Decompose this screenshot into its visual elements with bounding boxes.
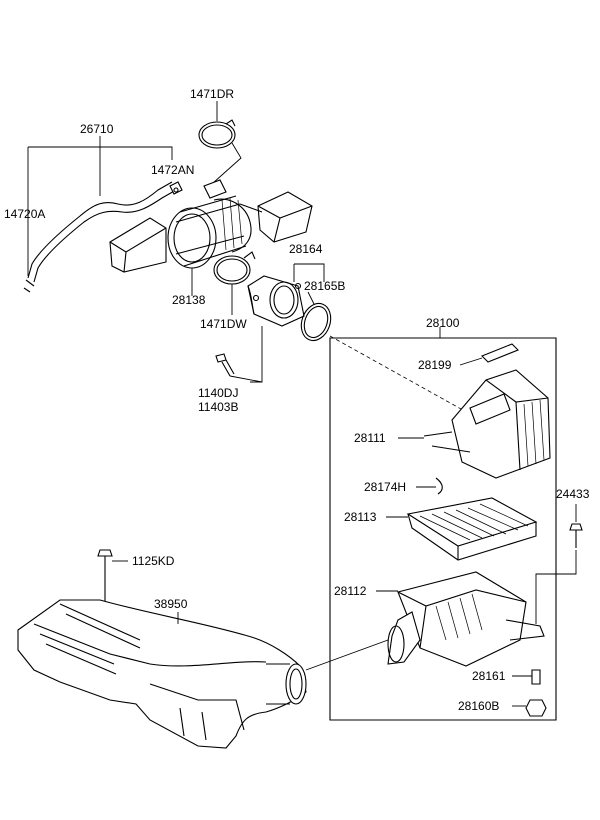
hose-clamp-1471dr [198, 119, 236, 149]
bolt-24433 [569, 523, 583, 548]
cover-28111 [423, 369, 551, 479]
label-28100: 28100 [426, 316, 460, 330]
label-28113: 28113 [344, 510, 377, 524]
grommet-28161 [531, 669, 541, 685]
label-38950: 38950 [154, 597, 188, 611]
breather-hose-26710 [23, 181, 177, 293]
connector-1472an [169, 181, 183, 195]
label-28160b: 28160B [458, 699, 499, 713]
label-14720a: 14720A [4, 207, 45, 221]
hose-clamp-1471dw [213, 251, 256, 285]
label-28174h: 28174H [364, 480, 406, 494]
label-1472an: 1472AN [151, 163, 194, 177]
label-28199: 28199 [418, 358, 452, 372]
label-1471dw: 1471DW [200, 317, 247, 331]
bolt-1140dj [215, 353, 235, 377]
intake-duct-assembly [109, 179, 313, 273]
o-ring-28165b [300, 302, 332, 342]
label-1125kd: 1125KD [132, 554, 175, 568]
lower-case-28112 [387, 571, 545, 667]
clip-28174h [435, 477, 443, 495]
intake-duct-38950 [17, 599, 307, 749]
label-28111: 28111 [354, 431, 386, 445]
label-26710: 26710 [80, 122, 114, 136]
label-1140dj: 1140DJ [198, 386, 238, 400]
label-11403b: 11403B [198, 400, 238, 414]
label-24433: 24433 [556, 487, 590, 501]
label-28164: 28164 [289, 242, 323, 256]
nut-28160b [525, 699, 547, 717]
label-1471dr: 1471DR [190, 87, 234, 101]
label-28199 [481, 343, 519, 363]
air-flow-sensor-28164 [247, 275, 305, 327]
filter-element-28113 [406, 497, 538, 561]
label-28138: 28138 [172, 293, 206, 307]
assembly-box-28100 [329, 337, 557, 721]
label-28161: 28161 [472, 669, 506, 683]
label-28165b: 28165B [304, 279, 345, 293]
label-28112: 28112 [334, 584, 367, 598]
